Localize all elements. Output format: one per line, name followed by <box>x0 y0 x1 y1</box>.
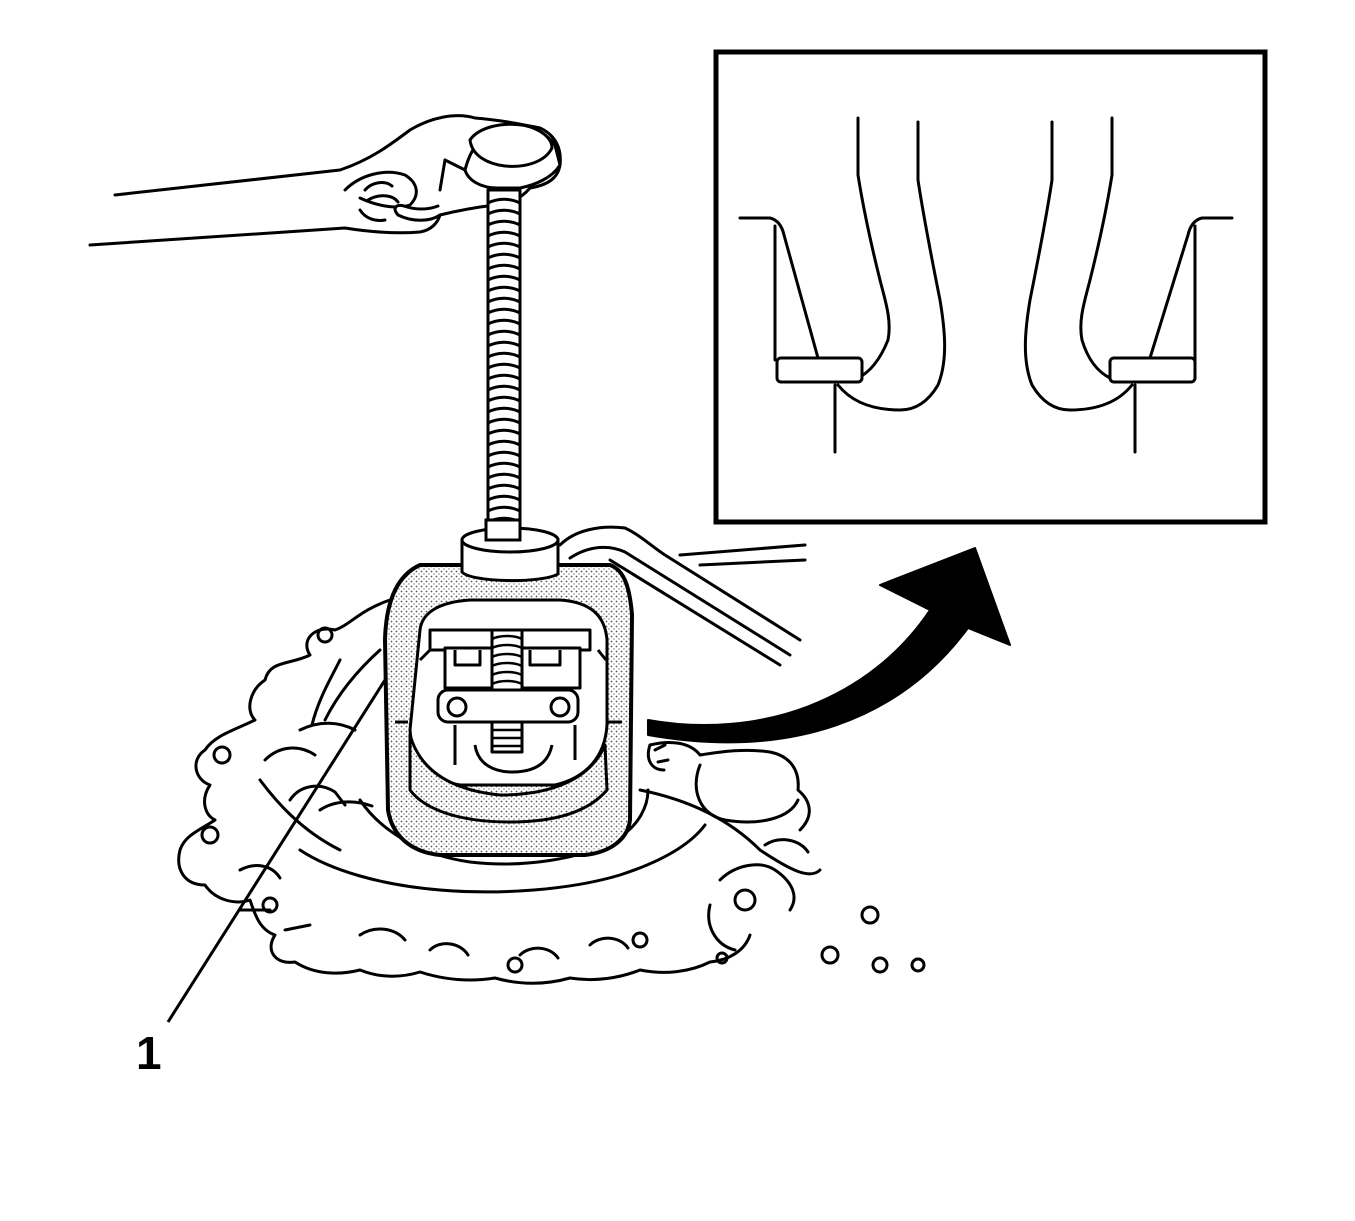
screw-thread <box>487 241 521 249</box>
transmission-case <box>177 598 926 985</box>
screw-thread <box>487 505 521 513</box>
screw-thread <box>487 285 521 293</box>
screw-thread <box>491 679 523 686</box>
screw-thread <box>487 208 521 216</box>
screw-thread <box>487 472 521 480</box>
screw-thread <box>487 461 521 469</box>
screw-thread <box>487 351 521 359</box>
screw-thread <box>487 197 521 205</box>
screw-thread <box>491 670 523 677</box>
screw-thread <box>491 652 523 659</box>
nut <box>460 518 560 583</box>
direction-arrow <box>647 547 1011 744</box>
screw-thread <box>491 643 523 650</box>
wrench <box>88 114 562 247</box>
screw-thread <box>487 439 521 447</box>
screw-thread <box>487 384 521 392</box>
screw-thread <box>487 307 521 315</box>
press-bar <box>558 525 807 667</box>
screw-thread <box>487 450 521 458</box>
screw-thread <box>487 252 521 260</box>
screw-thread <box>487 274 521 282</box>
screw-thread <box>491 634 523 641</box>
screw-thread <box>487 395 521 403</box>
screw-thread <box>487 263 521 271</box>
callout-leader-line <box>166 679 387 1023</box>
screw-thread <box>487 219 521 227</box>
detail-inset <box>713 49 1268 525</box>
forcing-screw <box>486 188 522 532</box>
screw-thread <box>487 406 521 414</box>
screw-thread <box>487 362 521 370</box>
screw-thread <box>487 428 521 436</box>
screw-thread <box>487 340 521 348</box>
screw-thread <box>487 318 521 326</box>
puller-body <box>383 563 634 857</box>
screw-thread <box>487 373 521 381</box>
callout-label-1: 1 <box>136 1027 162 1079</box>
screw-thread <box>487 494 521 502</box>
screw-thread <box>487 329 521 337</box>
screw-thread <box>487 296 521 304</box>
screw-thread <box>487 483 521 491</box>
screw-thread <box>487 417 521 425</box>
screw-thread <box>491 661 523 668</box>
screw-thread <box>487 230 521 238</box>
